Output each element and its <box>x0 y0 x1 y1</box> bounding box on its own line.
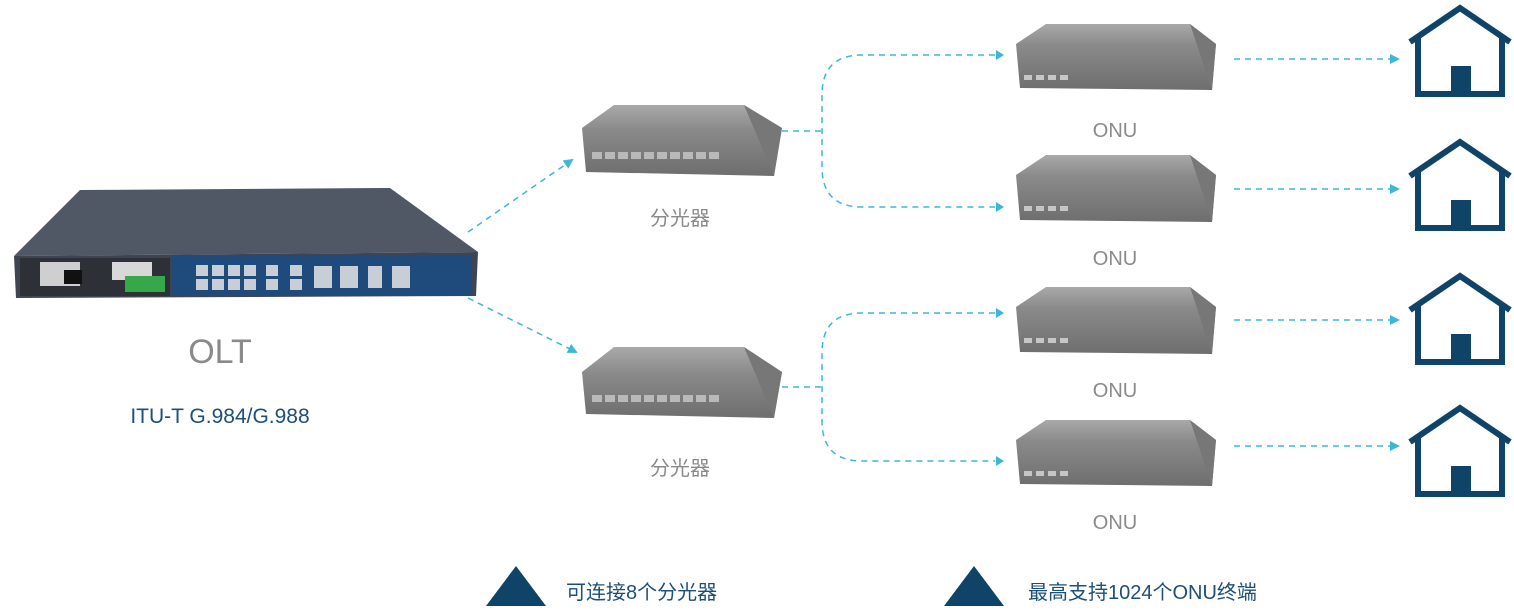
branch-splitter2 <box>821 312 995 462</box>
triangle-icon <box>944 566 1004 606</box>
olt-standard-label: ITU-T G.984/G.988 <box>130 405 310 428</box>
onu-4-label: ONU <box>1092 512 1138 534</box>
arrowheads-branches <box>996 50 1004 466</box>
onu-3-device <box>1016 287 1216 354</box>
house-icon <box>1408 272 1512 365</box>
arrow-olt-splitter1 <box>467 158 574 233</box>
arrow-olt-splitter2 <box>467 297 578 353</box>
olt-label: OLT <box>188 333 252 371</box>
onu-3-label: ONU <box>1092 380 1138 402</box>
connections <box>467 54 1400 462</box>
note-splitter-count: 可连接8个分光器 <box>566 582 718 604</box>
branch-splitter1 <box>821 54 995 208</box>
onu-1-label: ONU <box>1092 120 1138 142</box>
onu-2-label: ONU <box>1092 248 1138 270</box>
splitter-2-device <box>582 347 782 418</box>
note-onu-count: 最高支持1024个ONU终端 <box>1028 582 1257 604</box>
onu-1-device <box>1016 24 1216 90</box>
triangle-icon <box>486 566 546 606</box>
house-icon <box>1408 138 1512 231</box>
onu-4-device <box>1016 420 1216 486</box>
splitter-2-label: 分光器 <box>650 458 710 480</box>
house-icon <box>1408 404 1512 497</box>
splitter-1-device <box>582 105 782 176</box>
splitter-1-label: 分光器 <box>650 208 710 230</box>
olt-device <box>14 188 478 298</box>
onu-2-device <box>1016 155 1216 222</box>
house-icon <box>1408 4 1512 97</box>
